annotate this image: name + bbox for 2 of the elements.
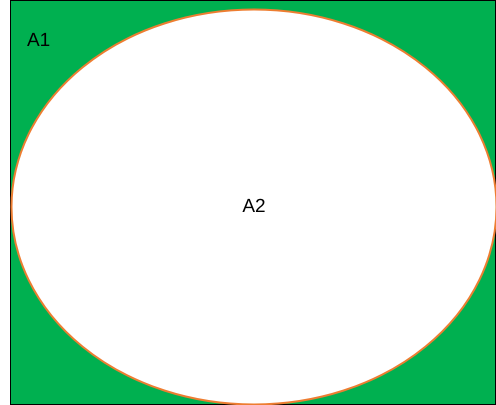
- area-label: A1: [27, 31, 50, 50]
- area-label: A2: [242, 197, 266, 216]
